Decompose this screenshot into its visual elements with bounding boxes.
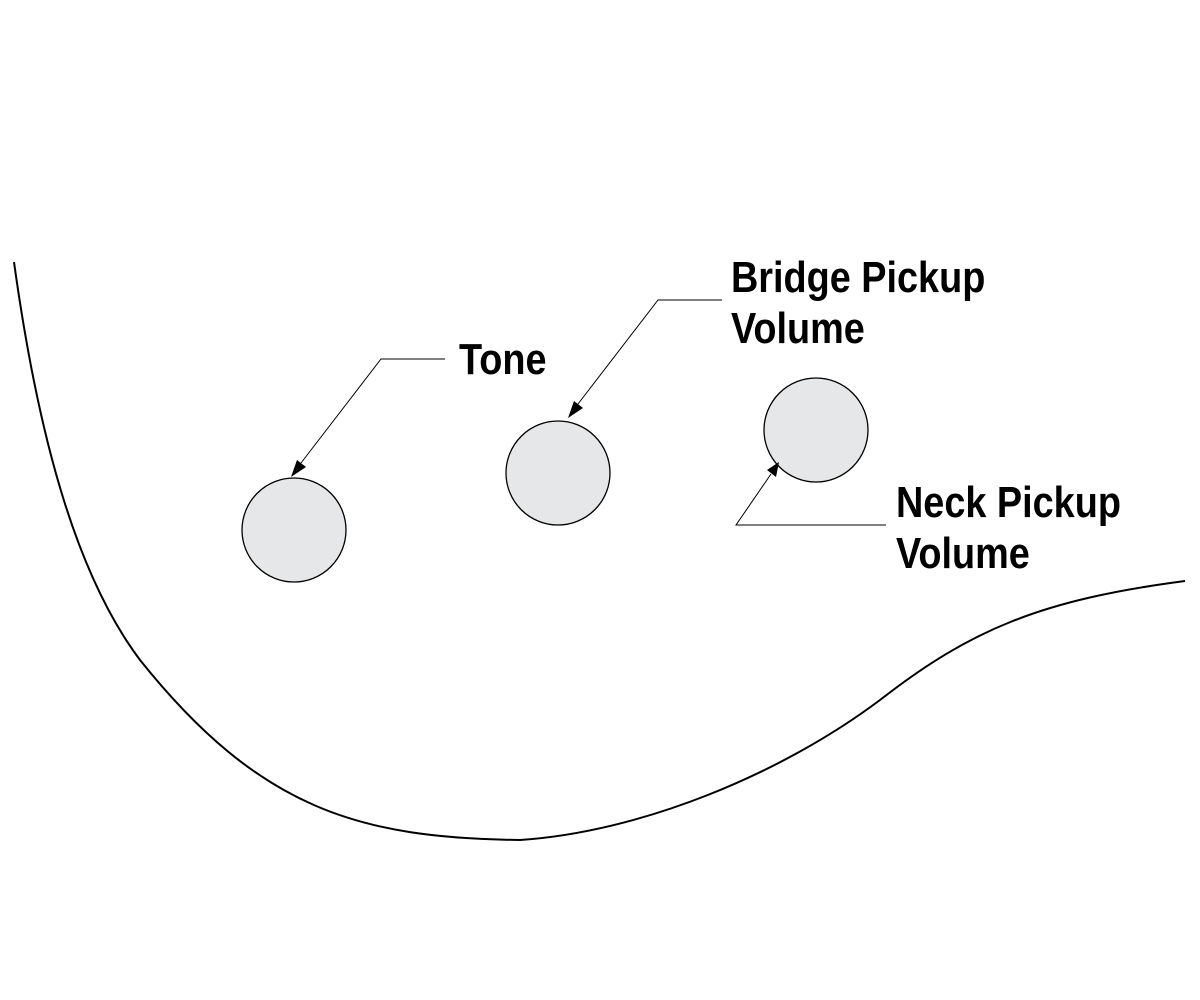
bridge-pickup-volume-knob[interactable]	[505, 420, 611, 526]
tone-leader-line	[300, 358, 445, 464]
bridge-pickup-label-line1: Bridge Pickup	[731, 252, 985, 301]
neck-leader-line	[735, 473, 886, 526]
bridge-pickup-label-line2: Volume	[731, 303, 865, 352]
tone-label: Tone	[459, 334, 547, 383]
neck-arrowhead	[767, 462, 779, 477]
neck-pickup-label-line1: Neck Pickup	[896, 477, 1121, 526]
neck-pickup-volume-knob[interactable]	[763, 377, 869, 483]
tone-knob[interactable]	[241, 477, 347, 583]
tone-arrowhead	[291, 460, 306, 477]
bridge-arrowhead	[568, 401, 583, 418]
bridge-leader-line	[577, 299, 722, 405]
neck-pickup-label-line2: Volume	[896, 528, 1030, 577]
body-outline	[13, 261, 1186, 842]
